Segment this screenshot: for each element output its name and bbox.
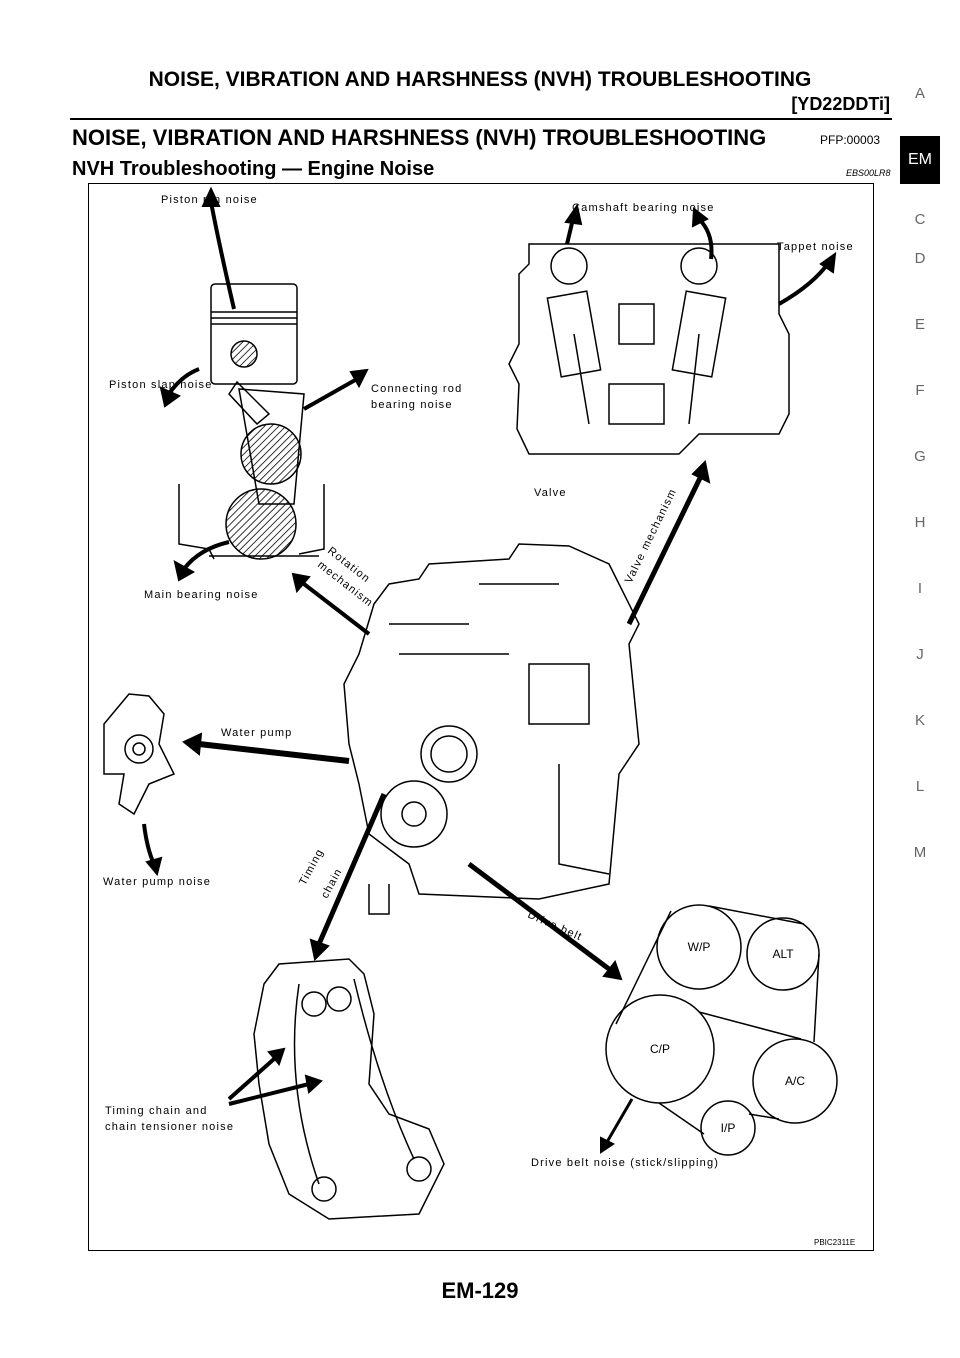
cylinder-head-drawing [508, 243, 790, 455]
camshaft-bearing-noise-label: Camshaft bearing noise [572, 202, 715, 214]
pulley-wp-label: W/P [688, 940, 711, 954]
piston-pin-noise-label: Piston pin noise [161, 194, 258, 206]
chain-tensioner-noise-label: chain tensioner noise [105, 1121, 235, 1133]
index-tab-k[interactable]: K [914, 712, 925, 729]
tappet-noise-label: Tappet noise [777, 241, 854, 253]
piston-slap-noise-label: Piston slap noise [109, 379, 213, 391]
connecting-rod-bearing-noise-label: bearing noise [371, 399, 453, 411]
pulley-labels: W/P ALT C/P A/C I/P [650, 940, 805, 1135]
index-tab-j[interactable]: J [916, 646, 924, 663]
pulley-alt-label: ALT [772, 947, 794, 961]
index-tab-i[interactable]: I [917, 580, 923, 597]
main-bearing-noise-label: Main bearing noise [144, 589, 259, 601]
pulley-ip-label: I/P [721, 1121, 736, 1135]
index-tab-d[interactable]: D [914, 250, 926, 267]
index-tab-e[interactable]: E [914, 316, 925, 333]
drive-belt-diagram [605, 904, 838, 1156]
side-index-tabs: A EM C D E F G H I J K L M [900, 80, 940, 886]
pulley-cp-label: C/P [650, 1042, 670, 1056]
subsection-title: NVH Troubleshooting — Engine Noise [72, 158, 435, 180]
drive-belt-noise-label: Drive belt noise (stick/slipping) [531, 1157, 720, 1169]
index-tab-em[interactable]: EM [900, 136, 940, 184]
section-title: NOISE, VIBRATION AND HARSHNESS (NVH) TRO… [72, 125, 767, 150]
index-tab-g[interactable]: G [914, 448, 926, 465]
index-tab-h[interactable]: H [914, 514, 926, 531]
pulley-ac-label: A/C [785, 1074, 805, 1088]
engine-noise-diagram: W/P ALT C/P A/C I/P Valve mechanism Rota… [88, 183, 874, 1251]
connecting-rod-label: Connecting rod [371, 383, 463, 395]
piston-drawing [178, 283, 325, 560]
subsection-code: EBS00LR8 [846, 168, 891, 178]
engine-code: [YD22DDTi] [791, 94, 890, 114]
index-tab-a[interactable]: A [914, 85, 925, 102]
figure-id: PBIC2311E [814, 1238, 856, 1247]
index-tab-c[interactable]: C [914, 211, 926, 228]
index-tab-m[interactable]: M [913, 844, 927, 861]
page-number: EM-129 [441, 1278, 519, 1303]
drive-belt-label: Drive belt [526, 909, 584, 944]
engine-block-drawing [343, 543, 640, 915]
timing-chain-drawing [253, 958, 445, 1220]
timing-label: Timing [297, 847, 326, 888]
index-tab-f[interactable]: F [915, 382, 925, 399]
section-code: PFP:00003 [820, 133, 881, 147]
water-pump-drawing [103, 693, 176, 816]
water-pump-label: Water pump [221, 727, 293, 739]
valve-label: Valve [534, 487, 567, 499]
timing-chain-and-label: Timing chain and [105, 1105, 208, 1117]
water-pump-noise-label: Water pump noise [103, 876, 212, 888]
index-tab-l[interactable]: L [915, 778, 925, 795]
header-rule [70, 118, 892, 120]
arrows [142, 186, 837, 1154]
page-header-title: NOISE, VIBRATION AND HARSHNESS (NVH) TRO… [148, 68, 812, 91]
